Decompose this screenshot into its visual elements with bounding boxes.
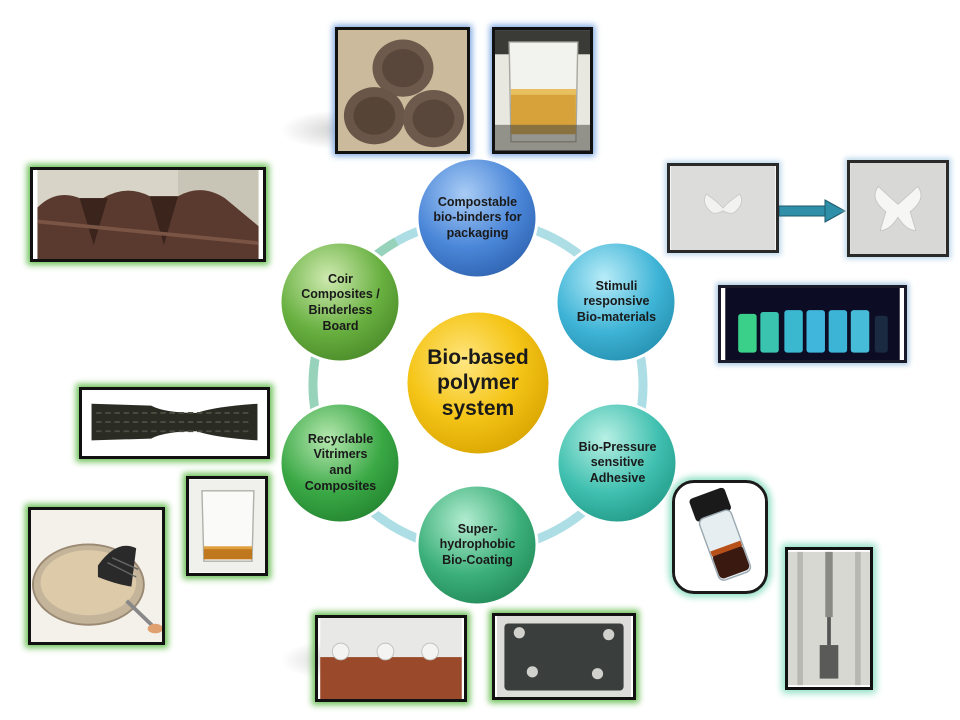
shape-memory-after-photo xyxy=(847,160,949,257)
petri-dish-icon xyxy=(31,510,162,642)
tensile-test-icon xyxy=(788,551,870,686)
water-droplets-photo xyxy=(315,615,467,702)
node-label-coating: Super- hydrophobic Bio-Coating xyxy=(439,521,516,567)
node-adhesive xyxy=(555,401,679,525)
node-coating xyxy=(415,483,539,607)
node-label-packaging: Compostable bio-binders for packaging xyxy=(433,194,522,240)
adhesive-test-photo xyxy=(785,547,873,690)
coated-plate-icon xyxy=(496,616,632,697)
node-label-coir: Coir Composites / Binderless Board xyxy=(301,271,380,333)
composite-strip-photo xyxy=(79,387,270,459)
center-label: Bio-based polymer system xyxy=(427,346,529,420)
shape-memory-icon xyxy=(670,166,776,250)
node-packaging xyxy=(415,156,539,280)
roof-tiles-photo xyxy=(30,167,266,262)
plates-photo xyxy=(335,27,470,154)
plates-icon xyxy=(338,30,467,151)
beaker-binder-photo xyxy=(492,27,593,154)
beaker-icon xyxy=(189,479,265,573)
fluorescent-vials-photo xyxy=(718,285,907,363)
shape-memory-before-photo xyxy=(667,163,779,253)
droplets-icon xyxy=(320,618,462,699)
composite-strip-icon xyxy=(86,390,263,456)
node-stimuli xyxy=(554,240,678,364)
center-node xyxy=(404,309,552,457)
vial-icon xyxy=(675,483,765,591)
coated-plate-photo xyxy=(492,613,636,700)
node-coir xyxy=(278,240,402,364)
roof-tiles-icon xyxy=(37,170,259,259)
node-label-vitrimers: Recyclable Vitrimers and Composites xyxy=(304,431,377,493)
adhesive-vial-photo xyxy=(672,480,768,594)
beaker-icon xyxy=(495,30,590,151)
node-label-stimuli: Stimuli responsive Bio-materials xyxy=(576,278,657,324)
arrow-right-icon xyxy=(779,199,847,223)
beaker-vitrimer-photo xyxy=(186,476,268,576)
node-label-adhesive: Bio-Pressure sensitive Adhesive xyxy=(578,439,657,485)
shape-memory-icon xyxy=(850,163,946,254)
vials-icon xyxy=(725,288,900,360)
petri-dish-photo xyxy=(28,507,165,645)
node-vitrimers xyxy=(278,401,402,525)
